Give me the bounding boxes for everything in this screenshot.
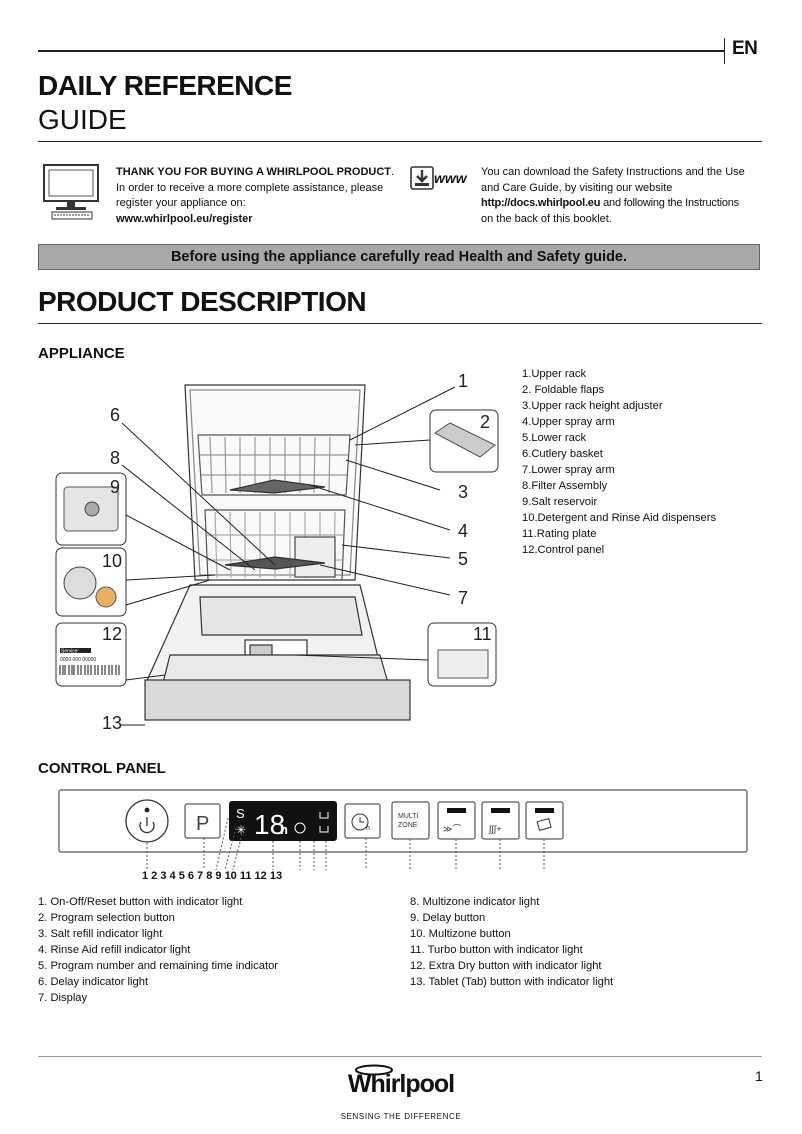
download-line-2: and Care Guide, by visiting our website xyxy=(481,181,673,194)
legend-item: 5. Program number and remaining time ind… xyxy=(38,960,279,972)
callout-4: 4 xyxy=(458,521,468,541)
callout-11: 11 xyxy=(473,624,492,644)
legend-item: 10. Multizone button xyxy=(410,928,511,940)
multizone-label-2: ZONE xyxy=(398,822,418,829)
salt-indicator: S xyxy=(236,806,245,821)
legend-item: 1. On-Off/Reset button with indicator li… xyxy=(38,896,243,908)
legend-item: 6. Delay indicator light xyxy=(38,976,149,988)
footer-rule xyxy=(38,1056,762,1057)
dishwasher-diagram: Service: 0000 000 00000 1 2 3 4 5 6 xyxy=(55,371,499,733)
part-item: 1.Upper rack xyxy=(522,368,587,380)
page-number: 1 xyxy=(755,1068,763,1084)
thank-you-text: THANK YOU FOR BUYING A WHIRLPOOL PRODUCT xyxy=(116,166,391,178)
callout-13: 13 xyxy=(102,713,122,733)
callout-1: 1 xyxy=(458,371,468,391)
part-item: 5.Lower rack xyxy=(522,432,587,444)
part-item: 10.Detergent and Rinse Aid dispensers xyxy=(522,512,717,524)
part-item: 8.Filter Assembly xyxy=(522,480,608,492)
callout-3: 3 xyxy=(458,482,468,502)
section-rule xyxy=(38,323,762,324)
time-digits: 18 xyxy=(254,809,285,840)
control-legend-right: 8. Multizone indicator light 9. Delay bu… xyxy=(410,894,613,990)
multizone-indicator xyxy=(319,812,329,833)
part-item: 2. Foldable flaps xyxy=(522,384,605,396)
computer-icon xyxy=(43,164,99,220)
part-item: 4.Upper spray arm xyxy=(522,416,615,428)
legend-item: 11. Turbo button with indicator light xyxy=(410,944,583,956)
legend-item: 3. Salt refill indicator light xyxy=(38,928,163,940)
legend-item: 8. Multizone indicator light xyxy=(410,896,540,908)
part-item: 7.Lower spray arm xyxy=(522,464,615,476)
download-line-4: on the back of this booklet. xyxy=(481,212,612,225)
control-panel-diagram: P S ✳ 18 h h MULTI ZONE ≫⌒ ∫∫∫+ xyxy=(58,789,748,871)
power-button[interactable] xyxy=(125,799,169,843)
part-item: 11.Rating plate xyxy=(522,528,597,540)
rating-number: 0000 000 00000 xyxy=(60,657,96,663)
legend-item: 7. Display xyxy=(38,992,88,1004)
guide-title: DAILY REFERENCE xyxy=(38,70,292,101)
intro-line-3: register your appliance on: xyxy=(116,197,246,209)
intro-register-text: THANK YOU FOR BUYING A WHIRLPOOL PRODUCT… xyxy=(116,165,406,227)
download-line-3: and following the Instructions xyxy=(600,197,739,209)
display: S ✳ 18 h xyxy=(229,801,337,841)
language-label: EN xyxy=(732,38,758,59)
program-button-label: P xyxy=(196,813,209,835)
callout-2: 2 xyxy=(480,412,490,432)
lang-divider xyxy=(724,38,725,64)
whirlpool-swirl-icon xyxy=(355,1064,393,1076)
docs-link[interactable]: http://docs.whirlpool.eu xyxy=(481,197,601,209)
brand-tagline: SENSING THE DIFFERENCE xyxy=(340,1112,462,1121)
guide-subtitle: GUIDE xyxy=(38,104,127,135)
part-item: 3.Upper rack height adjuster xyxy=(522,400,663,412)
intro-line-2: In order to receive a more complete assi… xyxy=(116,181,384,194)
legend-item: 4. Rinse Aid refill indicator light xyxy=(38,944,191,956)
legend-item: 13. Tablet (Tab) button with indicator l… xyxy=(410,976,614,988)
delay-button[interactable]: h xyxy=(344,803,381,839)
callout-12: 12 xyxy=(102,624,122,644)
part-item: 6.Cutlery basket xyxy=(522,448,603,460)
appliance-heading: APPLIANCE xyxy=(38,345,125,362)
multizone-label-1: MULTI xyxy=(398,813,419,820)
svg-text:h: h xyxy=(366,825,370,832)
tablet-button[interactable] xyxy=(525,801,564,840)
legend-item: 12. Extra Dry button with indicator ligh… xyxy=(410,960,602,972)
part-item: 12.Control panel xyxy=(522,544,605,556)
callout-7: 7 xyxy=(458,588,468,608)
register-link[interactable]: www.whirlpool.eu/register xyxy=(116,212,253,225)
turbo-button[interactable]: ≫⌒ xyxy=(437,801,476,840)
callout-5: 5 xyxy=(458,549,468,569)
extra-dry-button[interactable]: ∫∫∫+ xyxy=(481,801,520,840)
program-button[interactable]: P xyxy=(184,803,221,839)
callout-6: 6 xyxy=(110,405,120,425)
download-icon xyxy=(410,166,434,190)
legend-item: 2. Program selection button xyxy=(38,912,175,924)
download-line-1: You can download the Safety Instructions… xyxy=(481,166,745,178)
svg-text:≫⌒: ≫⌒ xyxy=(443,824,461,834)
control-legend-left: 1. On-Off/Reset button with indicator li… xyxy=(38,894,278,1006)
intro-download-text: You can download the Safety Instructions… xyxy=(481,165,766,227)
svg-text:∫∫∫+: ∫∫∫+ xyxy=(488,824,502,834)
legend-item: 9. Delay button xyxy=(410,912,486,924)
rating-service-label: Service: xyxy=(61,649,79,655)
section-title: PRODUCT DESCRIPTION xyxy=(38,286,367,317)
control-panel-heading: CONTROL PANEL xyxy=(38,760,166,777)
part-item: 9.Salt reservoir xyxy=(522,496,598,508)
control-panel-numbers: 1 2 3 4 5 6 7 8 9 10 11 12 13 xyxy=(142,870,283,882)
brand-logo: Whirlpool xyxy=(347,1070,455,1098)
rinse-aid-indicator: ✳ xyxy=(236,823,246,837)
delay-indicator xyxy=(294,822,306,834)
multizone-button[interactable]: MULTI ZONE xyxy=(391,801,430,840)
appliance-parts-list: 1.Upper rack 2. Foldable flaps 3.Upper r… xyxy=(522,366,716,558)
thank-you-period: . xyxy=(391,166,395,178)
www-icon-label: www xyxy=(434,170,467,186)
top-rule xyxy=(38,50,724,52)
callout-10: 10 xyxy=(102,551,122,571)
time-unit: h xyxy=(280,822,288,837)
callout-8: 8 xyxy=(110,448,120,468)
title-rule xyxy=(38,141,762,142)
callout-9: 9 xyxy=(110,477,120,497)
safety-banner: Before using the appliance carefully rea… xyxy=(38,244,760,270)
